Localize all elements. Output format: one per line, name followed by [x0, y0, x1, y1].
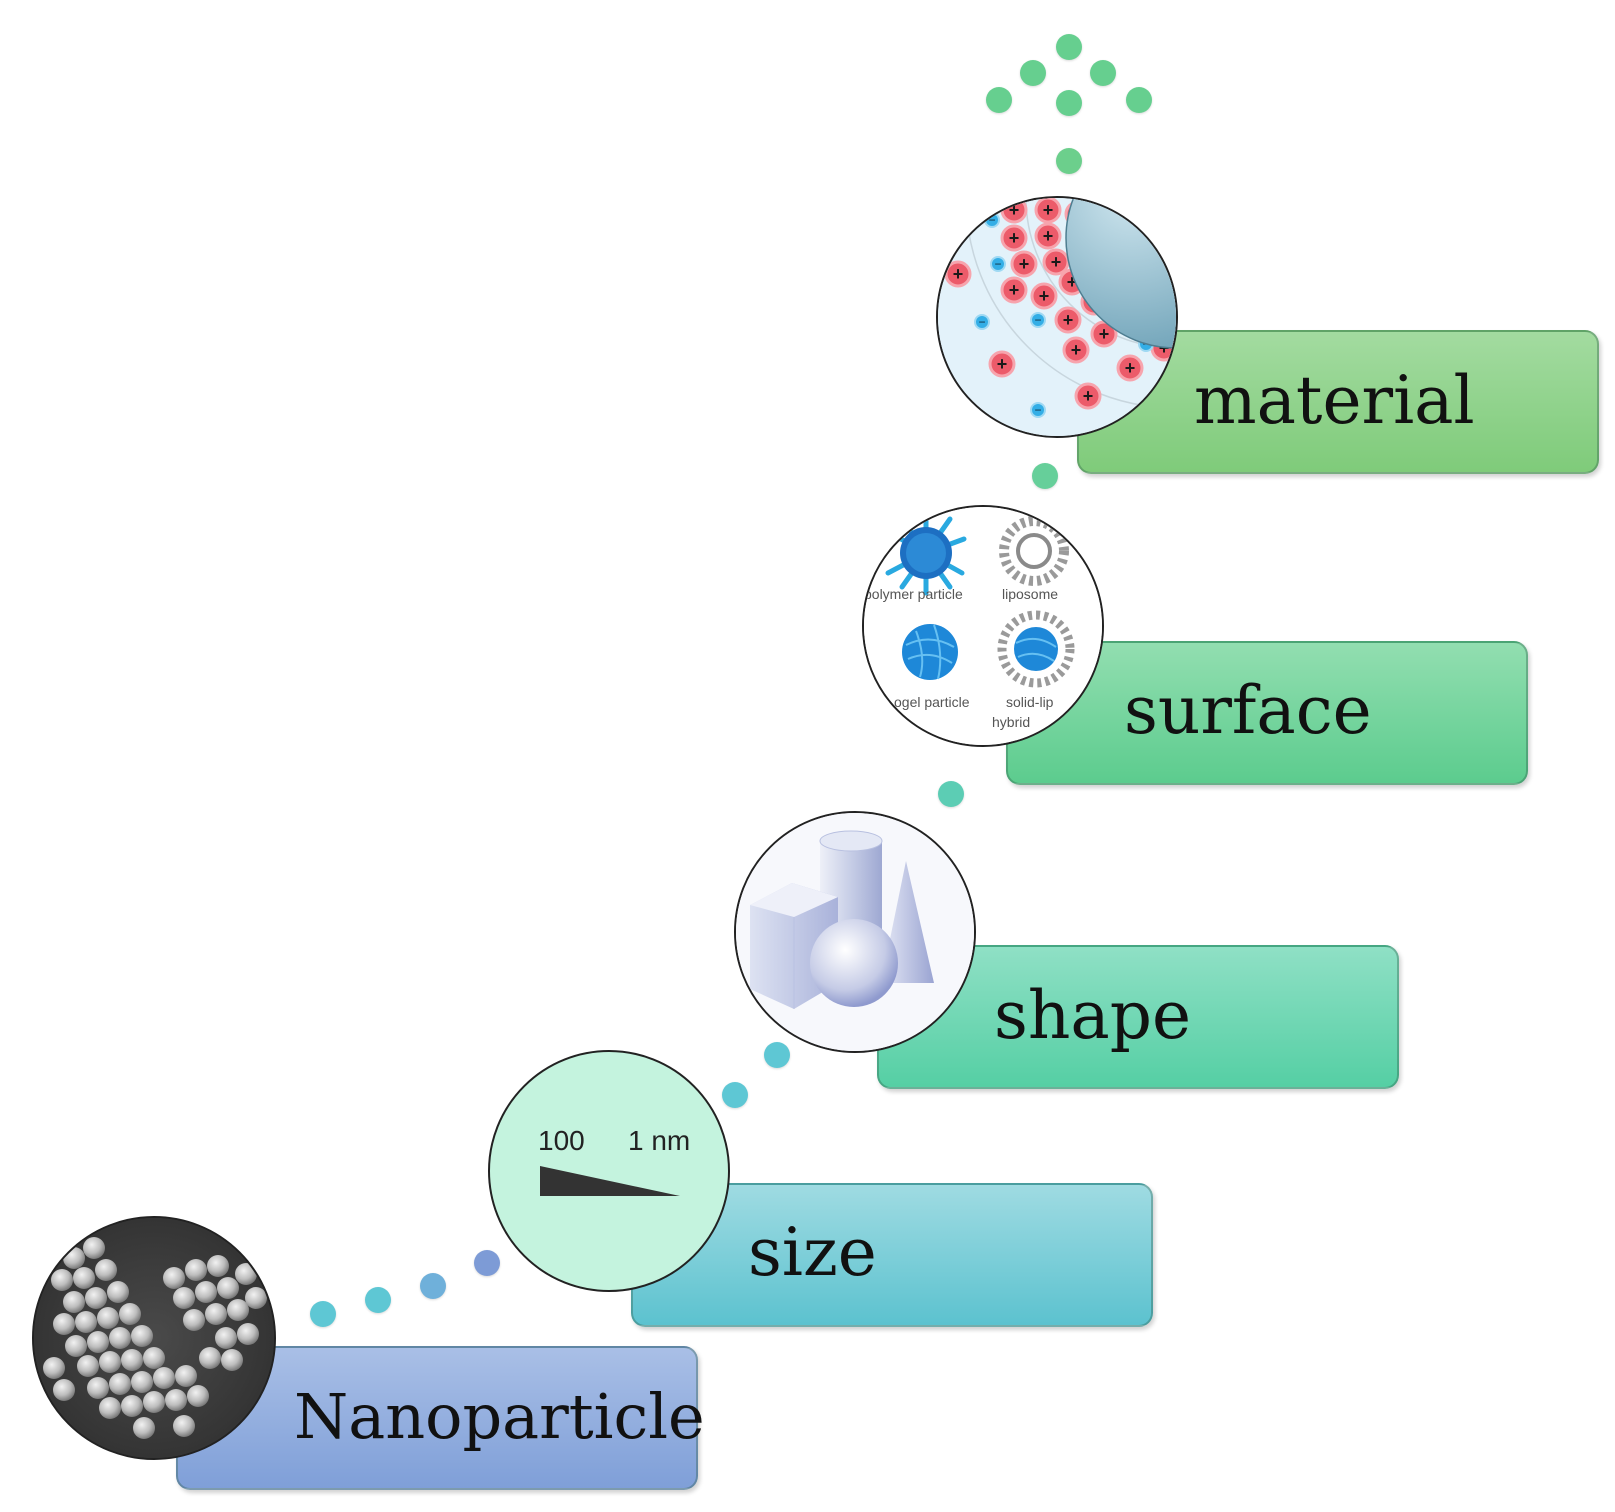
polymer-particle-icon — [885, 510, 967, 596]
positive-charge-icon: + — [1116, 354, 1144, 382]
size-scale-left-label: 100 — [538, 1125, 585, 1156]
hybrid-particle-icon — [997, 610, 1075, 688]
svg-text:+: + — [1071, 340, 1082, 360]
connector-dot — [1090, 60, 1116, 86]
svg-text:−: − — [994, 257, 1001, 271]
positive-charge-icon: + — [1054, 306, 1082, 334]
nanoparticle-micrograph — [32, 1216, 276, 1460]
positive-charge-icon: + — [1000, 198, 1028, 224]
negative-charge-icon: − — [1030, 402, 1046, 418]
negative-charge-icon: − — [984, 212, 1000, 228]
svg-text:+: + — [1019, 254, 1030, 274]
hydrogel-particle-icon — [902, 624, 958, 680]
size-scale-wedge — [540, 1166, 680, 1196]
connector-dot — [1020, 60, 1046, 86]
connector-dot — [986, 87, 1012, 113]
positive-charge-icon: + — [1042, 248, 1070, 276]
connector-dot — [1056, 90, 1082, 116]
svg-text:+: + — [1043, 226, 1054, 246]
connector-dot — [938, 781, 964, 807]
svg-text:+: + — [1067, 272, 1078, 292]
liposome-icon — [999, 516, 1069, 586]
svg-text:+: + — [1083, 386, 1094, 406]
negative-charge-icon: − — [990, 256, 1006, 272]
material-charge-icon: +++++++++++++++++++++−−−−−− — [936, 196, 1178, 438]
positive-charge-icon: + — [1074, 382, 1102, 410]
surface-particle-types-icon: polymer particle liposome ogel particle … — [862, 505, 1104, 747]
negative-charge-icon: − — [1030, 312, 1046, 328]
svg-text:+: + — [1009, 280, 1020, 300]
svg-text:+: + — [997, 354, 1008, 374]
hybrid-particle-caption: solid-lip — [1006, 694, 1054, 710]
connector-dot — [474, 1250, 500, 1276]
positive-charge-icon: + — [1034, 198, 1062, 224]
positive-charge-icon: + — [1030, 282, 1058, 310]
shape-geometry-icon — [734, 811, 976, 1053]
connector-dot — [1056, 148, 1082, 174]
svg-text:−: − — [1034, 313, 1041, 327]
positive-charge-icon: + — [1062, 336, 1090, 364]
connector-dot — [1126, 87, 1152, 113]
positive-charge-icon: + — [1000, 224, 1028, 252]
connector-dot — [420, 1273, 446, 1299]
svg-text:+: + — [1039, 286, 1050, 306]
shape-label: shape — [994, 977, 1192, 1054]
hydrogel-particle-caption: ogel particle — [894, 694, 970, 710]
svg-text:−: − — [978, 315, 985, 329]
svg-text:+: + — [1009, 228, 1020, 248]
svg-text:+: + — [1051, 252, 1062, 272]
polymer-particle-caption: polymer particle — [864, 586, 963, 602]
connector-dot — [310, 1301, 336, 1327]
connector-dot — [365, 1287, 391, 1313]
svg-text:+: + — [1099, 324, 1110, 344]
size-label: size — [748, 1214, 877, 1291]
size-scale-right-label: 1 nm — [628, 1125, 690, 1156]
svg-text:+: + — [1043, 200, 1054, 220]
svg-text:−: − — [1034, 403, 1041, 417]
positive-charge-icon: + — [988, 350, 1016, 378]
connector-dot — [1032, 463, 1058, 489]
positive-charge-icon: + — [1010, 250, 1038, 278]
svg-text:+: + — [1125, 358, 1136, 378]
svg-text:+: + — [1063, 310, 1074, 330]
positive-charge-icon: + — [1000, 276, 1028, 304]
connector-dot — [722, 1082, 748, 1108]
svg-text:−: − — [988, 213, 995, 227]
size-scale-icon: 100 1 nm — [488, 1050, 730, 1292]
negative-charge-icon: − — [974, 314, 990, 330]
liposome-caption: liposome — [1002, 586, 1058, 602]
material-label: material — [1194, 362, 1475, 439]
svg-text:+: + — [953, 264, 964, 284]
connector-dot — [1056, 34, 1082, 60]
positive-charge-icon: + — [1034, 222, 1062, 250]
connector-dot — [764, 1042, 790, 1068]
svg-text:+: + — [1009, 200, 1020, 220]
surface-label: surface — [1124, 672, 1372, 749]
nanoparticle-label: Nanoparticle — [294, 1380, 705, 1453]
hybrid-particle-caption-2: hybrid — [992, 714, 1030, 730]
positive-charge-icon: + — [944, 260, 972, 288]
